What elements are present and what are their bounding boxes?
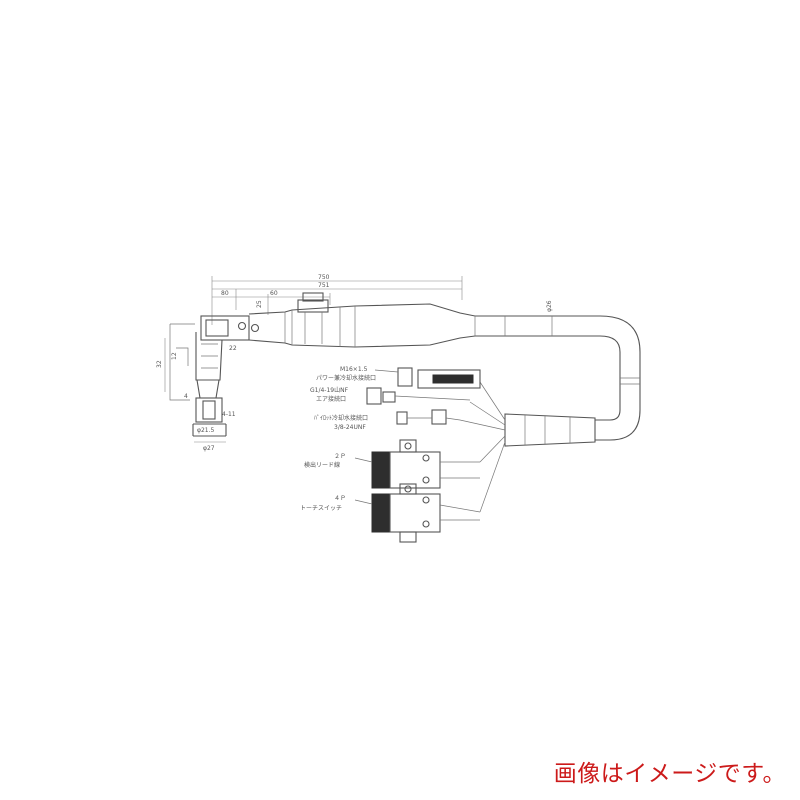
dim-d3: 25 <box>256 300 263 308</box>
plug-4p-label-2: トーチスイッチ <box>300 505 342 512</box>
air-label-1: G1/4-19山NF <box>310 386 349 394</box>
dim-height-b: 12 <box>171 352 178 360</box>
power-label-1: M16×1.5 <box>340 366 368 373</box>
hose-lines <box>459 381 506 513</box>
dimension-lines <box>211 276 463 325</box>
plug-2p <box>354 439 480 489</box>
dim-neck-b: 4 <box>184 393 188 400</box>
plug-2p-label-1: ２Ｐ <box>334 453 346 460</box>
dim-d1: 80 <box>221 290 229 297</box>
air-connector <box>366 387 471 405</box>
water-label-1: ﾊﾟｲﾛｯﾄ冷却水接続口 <box>314 414 368 422</box>
torch-cable <box>504 315 641 447</box>
water-label-2: 3/8-24UNF <box>334 424 366 431</box>
dim-side: 4-11 <box>222 411 236 418</box>
power-label-2: パワー兼冷却水接続口 <box>316 374 376 382</box>
plug-4p-label-1: ４Ｐ <box>334 495 346 502</box>
dim-neck-a: 22 <box>229 345 237 352</box>
torch-head <box>164 315 260 443</box>
dim-cable-od: φ26 <box>546 300 553 312</box>
dim-width-b: φ27 <box>203 445 215 452</box>
image-caption: 画像はイメージです。 <box>553 761 786 787</box>
plug-2p-label-2: 検出リード線 <box>304 461 340 469</box>
air-label-2: エア接続口 <box>316 395 346 403</box>
water-connector <box>396 409 461 425</box>
dim-height-a: 32 <box>156 360 163 368</box>
power-connector <box>374 367 481 389</box>
dim-overall: 750 <box>318 274 330 281</box>
torch-handle <box>248 292 560 348</box>
plug-4p <box>354 483 481 543</box>
dim-d2: 60 <box>270 290 278 297</box>
dim-width-a: φ21.5 <box>197 427 215 434</box>
dim-inner: 751 <box>318 282 330 289</box>
